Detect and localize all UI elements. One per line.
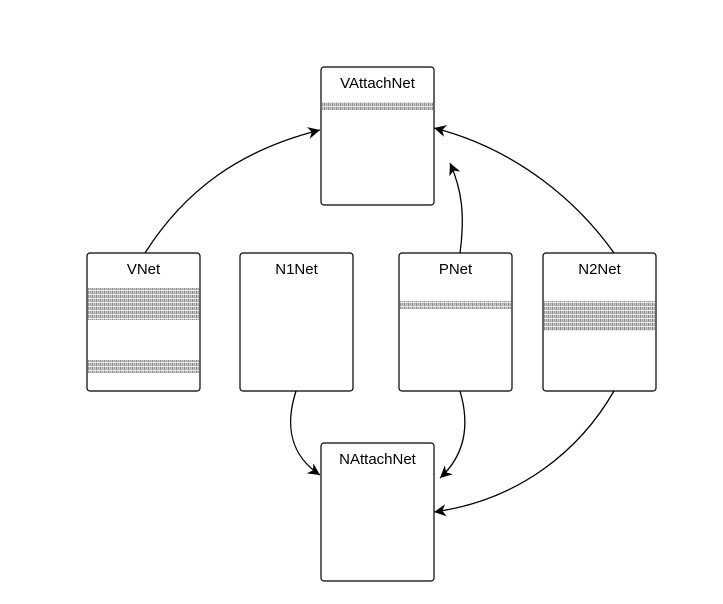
node-n1net: N1Net xyxy=(239,252,354,392)
node-vattachnet: VAttachNet xyxy=(320,66,435,206)
hatch-band xyxy=(544,301,655,331)
hatch-band xyxy=(400,301,511,309)
node-label: NAttachNet xyxy=(339,451,417,468)
hatch-band xyxy=(88,360,199,373)
edge-n1net-to-nattachnet xyxy=(290,390,321,476)
node-label: PNet xyxy=(439,261,473,278)
node-vnet: VNet xyxy=(86,252,201,392)
edge-n2net-to-vattachnet xyxy=(433,125,615,254)
node-box xyxy=(86,252,201,392)
node-label: N2Net xyxy=(578,261,621,278)
edges xyxy=(144,125,615,517)
node-box xyxy=(320,442,435,582)
node-box xyxy=(320,66,435,206)
node-box xyxy=(398,252,513,392)
hatch-band xyxy=(322,102,433,110)
node-nattachnet: NAttachNet xyxy=(320,442,435,582)
node-label: VAttachNet xyxy=(340,75,416,92)
edge-pnet-to-nattachnet xyxy=(439,390,466,479)
node-n2net: N2Net xyxy=(542,252,657,392)
node-box xyxy=(239,252,354,392)
hatch-band xyxy=(88,288,199,320)
edge-vnet-to-vattachnet xyxy=(144,127,321,254)
node-label: N1Net xyxy=(275,261,318,278)
edge-n2net-to-nattachnet xyxy=(433,390,615,517)
edge-pnet-to-vattachnet xyxy=(449,162,463,254)
node-label: VNet xyxy=(127,261,161,278)
node-pnet: PNet xyxy=(398,252,513,392)
